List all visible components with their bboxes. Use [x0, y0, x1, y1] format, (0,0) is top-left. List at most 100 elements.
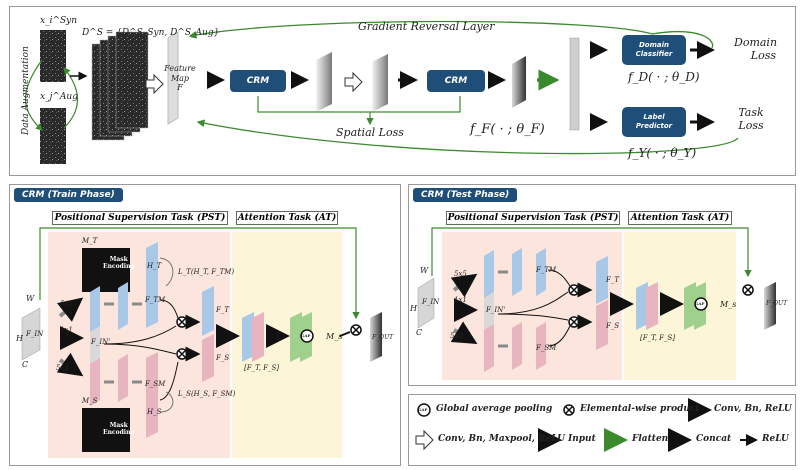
train-blue-block-3	[146, 242, 158, 328]
test-k5x5-top: 5x5	[454, 270, 467, 278]
legend-maxpool-icon	[415, 429, 434, 451]
test-ftm-label: F_TM	[536, 266, 557, 274]
test-pst-title: Positional Supervision Task (PST)	[446, 211, 620, 225]
test-c-label: C	[416, 328, 423, 337]
gradient-reversal-label: Gradient Reversal Layer	[358, 20, 495, 33]
train-f-in-block	[21, 307, 41, 361]
test-green-block	[684, 282, 696, 330]
train-hs-label: H_S	[147, 408, 162, 416]
legend-flatten-text: Flatten	[632, 434, 669, 444]
test-k1x1: 1x1	[454, 296, 467, 304]
gradient-reversal-curve	[188, 20, 653, 39]
test-curve-mid	[497, 291, 569, 315]
test-pink-block-1	[484, 324, 494, 372]
train-k5x5-top: 5x5	[60, 300, 73, 308]
f-y-label: f_Y( · ; θ_Y)	[628, 146, 697, 160]
test-pink-block-3	[536, 322, 546, 370]
test-concat-label: [F_T, F_S]	[640, 334, 676, 342]
test-concat-pink	[646, 282, 658, 330]
train-fs-block	[202, 334, 214, 382]
task-loss-label: Task Loss	[738, 106, 764, 132]
synthetic-image	[40, 30, 66, 82]
train-ht-label: H_T	[147, 262, 162, 270]
train-at-title: Attention Task (AT)	[236, 211, 338, 225]
test-blue-block-3	[536, 248, 546, 296]
legend-relu-text: ReLU	[762, 434, 789, 444]
train-ftm-label: F_TM	[145, 296, 166, 304]
dataset-formula: D^S = {D^S_Syn, D^S_Aug}	[82, 28, 220, 38]
test-f-in-label: F_IN	[422, 298, 440, 306]
spatial-loss-label: Spatial Loss	[336, 126, 404, 139]
train-gap-text: GAP	[301, 333, 311, 338]
train-mask-top	[82, 248, 130, 292]
train-h-label: H	[16, 334, 23, 343]
train-f-out-block	[370, 312, 382, 362]
test-f-in-prime-label: F_IN'	[486, 306, 506, 314]
train-conv-arrow-top	[56, 297, 84, 322]
train-pink-block-3	[146, 352, 158, 438]
test-ft-label: F_T	[606, 276, 620, 284]
train-f-in-prime-label: F_IN'	[91, 338, 111, 346]
conv-maxpool-arrow	[145, 73, 164, 95]
legend-maxpool-text: Conv, Bn, Maxpool, ReLU	[438, 434, 565, 444]
train-curve-mid2	[103, 343, 177, 355]
feature-slab-c	[512, 56, 526, 108]
train-relu-arrow	[339, 331, 351, 337]
legend-elementwise-text: Elemental-wise product	[580, 404, 700, 414]
test-fs-block	[596, 300, 608, 350]
train-k1x1: 1x1	[60, 326, 73, 334]
train-pst-title: Positional Supervision Task (PST)	[52, 211, 228, 225]
train-c-label: C	[22, 360, 29, 369]
test-blue-block-2	[512, 248, 522, 296]
train-concat-pink	[252, 312, 264, 362]
augmentation-curve	[24, 59, 43, 131]
f-f-label: f_F( · ; θ_F)	[470, 122, 545, 137]
legend-concat-text: Concat	[696, 434, 732, 444]
domain-loss-label: Domain Loss	[734, 36, 778, 62]
test-ms-attention-label: M_s	[720, 300, 737, 309]
feature-map-label: Feature Map F	[164, 64, 196, 93]
test-curve-mid2	[497, 313, 569, 321]
augmentation-curve-back	[63, 67, 78, 129]
legend-gap-text: Global average pooling	[436, 404, 553, 414]
test-conv-arrow-bot	[450, 321, 478, 345]
test-blue-block-1	[484, 250, 494, 298]
train-mask-bot	[82, 408, 130, 452]
test-f-out-label: F_OUT	[766, 300, 788, 307]
test-gap-text: GAP	[695, 301, 705, 306]
train-fsm-label: F_SM	[145, 380, 166, 388]
test-ft-block	[596, 256, 608, 304]
test-k5x5-bot: 5x5	[450, 332, 463, 340]
f-d-label: f_D( · ; θ_D)	[628, 70, 700, 84]
flattened-vector	[569, 37, 580, 131]
x-aug-label: x_j^Aug	[40, 92, 78, 102]
test-w-label: W	[420, 266, 429, 275]
test-skip-line	[431, 227, 752, 278]
feature-slab-a	[316, 52, 332, 112]
dataset-stack	[91, 31, 149, 141]
test-gap-circle	[694, 297, 708, 311]
x-syn-label: x_i^Syn	[40, 16, 78, 26]
train-lt-label: L_T(H_T, F_TM)	[178, 268, 235, 276]
train-mt-label: M_T	[82, 237, 98, 245]
legend-panel	[408, 394, 796, 466]
train-ms-label: M_S	[82, 397, 98, 405]
train-lt-curve	[159, 257, 174, 287]
train-curve-bot	[159, 361, 179, 401]
train-gap-circle	[300, 329, 314, 343]
test-h-label: H	[410, 304, 417, 313]
train-blue-block-2	[118, 282, 128, 330]
test-phase-tag: CRM (Test Phase)	[413, 188, 518, 202]
train-green-block	[290, 312, 302, 362]
test-conv-arrow-top	[450, 273, 478, 298]
spatial-loss-bracket	[257, 96, 461, 113]
crm-block-1: CRM	[230, 70, 286, 92]
train-mask-encoding-top: Mask Encoding	[103, 256, 135, 270]
legend-gap-symbol: GAP	[418, 407, 428, 412]
train-skip-line	[39, 227, 360, 320]
conv-maxpool-arrow-2	[344, 71, 363, 93]
test-pink-block-2	[512, 322, 522, 370]
